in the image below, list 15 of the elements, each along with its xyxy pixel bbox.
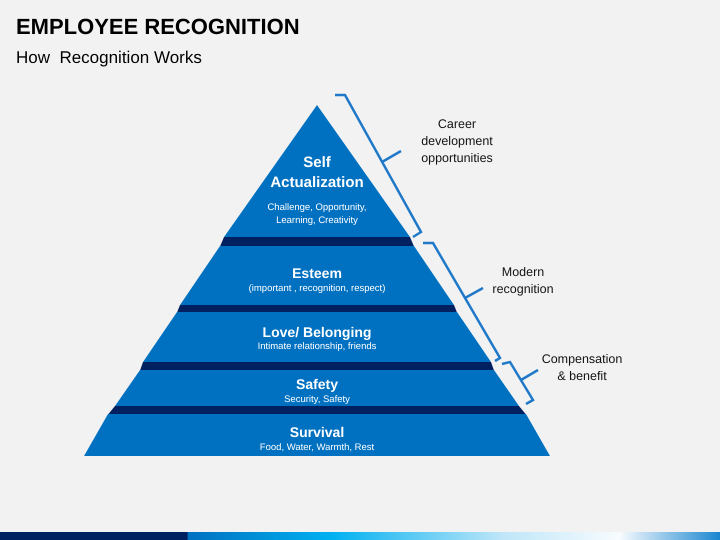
title: EMPLOYEE RECOGNITION — [16, 14, 300, 40]
bracket-label: Career development opportunities — [420, 116, 494, 167]
bracket-label: Modern recognition — [492, 264, 554, 298]
tier-description: Challenge, Opportunity, Learning, Creativity — [266, 201, 368, 227]
bracket-label: Compensation & benefit — [541, 351, 623, 385]
subtitle: How Recognition Works — [16, 47, 202, 69]
tier-title: Survival — [289, 423, 345, 441]
tier-description: (important , recognition, respect) — [248, 283, 386, 295]
tier-description: Food, Water, Warmth, Rest — [259, 442, 375, 454]
tier-title: Safety — [295, 375, 339, 393]
tier-description: Intimate relationship, friends — [257, 341, 377, 353]
tier-title: Esteem — [292, 264, 342, 282]
tier-title: Love/ Belonging — [262, 323, 372, 341]
tier-description: Security, Safety — [284, 394, 350, 406]
tier-title: Self Actualization — [270, 153, 364, 193]
